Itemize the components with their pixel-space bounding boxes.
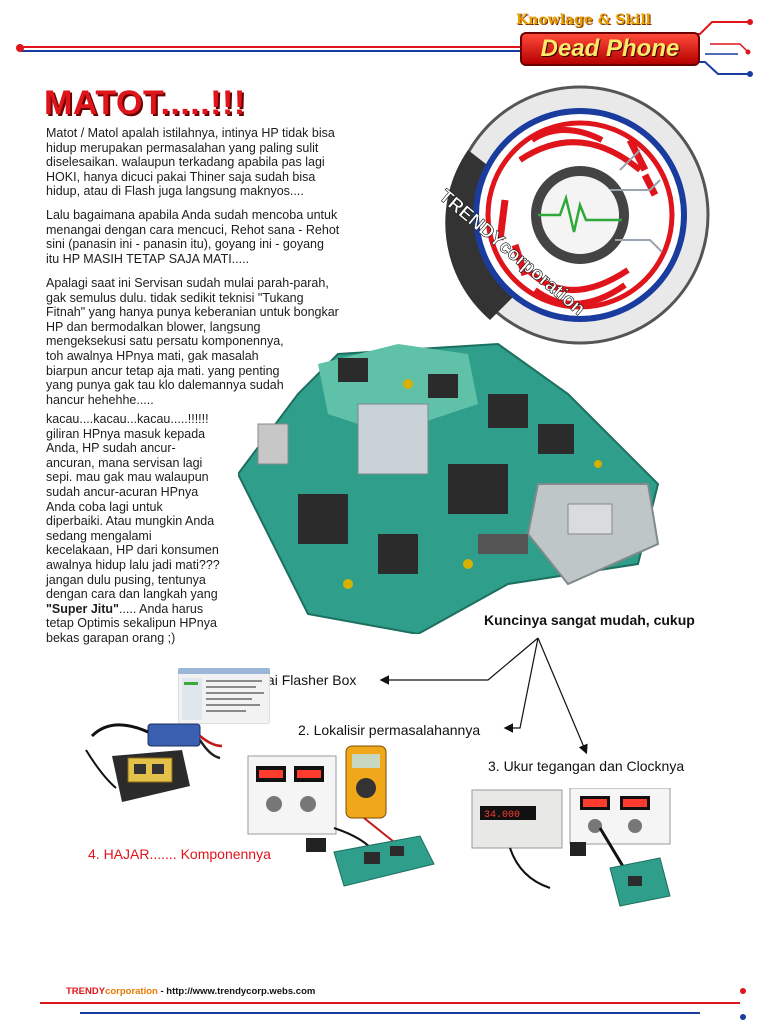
header-tagline: Knowlage & Skill xyxy=(516,12,651,28)
paragraph-4: kacau....kacau...kacau.....!!!!!! gilira… xyxy=(46,412,220,602)
paragraph-4-bold-line: "Super Jitu"..... Anda harus xyxy=(46,602,203,617)
footer-brand-orange: corporation xyxy=(105,986,158,997)
key-title: Kuncinya sangat mudah, cukup xyxy=(484,612,695,628)
footer: TRENDYcorporation - http://www.trendycor… xyxy=(66,986,315,997)
header-brand: Dead Phone xyxy=(520,32,700,66)
footer-line-red xyxy=(40,1002,740,1004)
oscilloscope-measurement-photo: 34.000 xyxy=(471,788,671,907)
footer-line-blue xyxy=(80,1012,700,1014)
flasher-box-photo xyxy=(85,723,223,802)
footer-dot-right-red xyxy=(740,988,746,994)
paragraph-3: Apalagi saat ini Servisan sudah mulai pa… xyxy=(46,276,339,407)
svg-text:34.000: 34.000 xyxy=(484,810,520,821)
page-title: MATOT.....!!! xyxy=(44,84,246,122)
paragraph-1: Matot / Matol apalah istilahnya, intinya… xyxy=(46,126,335,199)
paragraph-2: Lalu bagaimana apabila Anda sudah mencob… xyxy=(46,208,340,266)
flasher-software-screenshot xyxy=(178,668,270,724)
footer-dot-right xyxy=(740,1014,746,1020)
paragraph-4-bold: "Super Jitu" xyxy=(46,602,119,616)
trendy-logo-icon: TRENDYcorporation xyxy=(434,85,710,345)
paragraph-4-tail: ..... Anda harus xyxy=(118,602,204,616)
header-line-red xyxy=(20,46,520,48)
motherboard-illustration xyxy=(238,342,660,634)
power-supply-multimeter-photo xyxy=(247,745,435,887)
footer-brand-red: TRENDY xyxy=(66,986,106,997)
flow-arrows xyxy=(379,637,588,755)
footer-url[interactable]: http://www.trendycorp.webs.com xyxy=(166,986,316,997)
header-line-blue xyxy=(20,50,520,52)
step-3: 3. Ukur tegangan dan Clocknya xyxy=(488,758,685,774)
header-dot xyxy=(16,44,24,52)
step-2: 2. Lokalisir permasalahannya xyxy=(298,722,481,738)
step-4: 4. HAJAR....... Komponennya xyxy=(88,846,271,862)
footer-sep: - xyxy=(157,986,167,997)
paragraph-4-end: tetap Optimis sekalipun HPnya bekas gara… xyxy=(46,616,217,645)
